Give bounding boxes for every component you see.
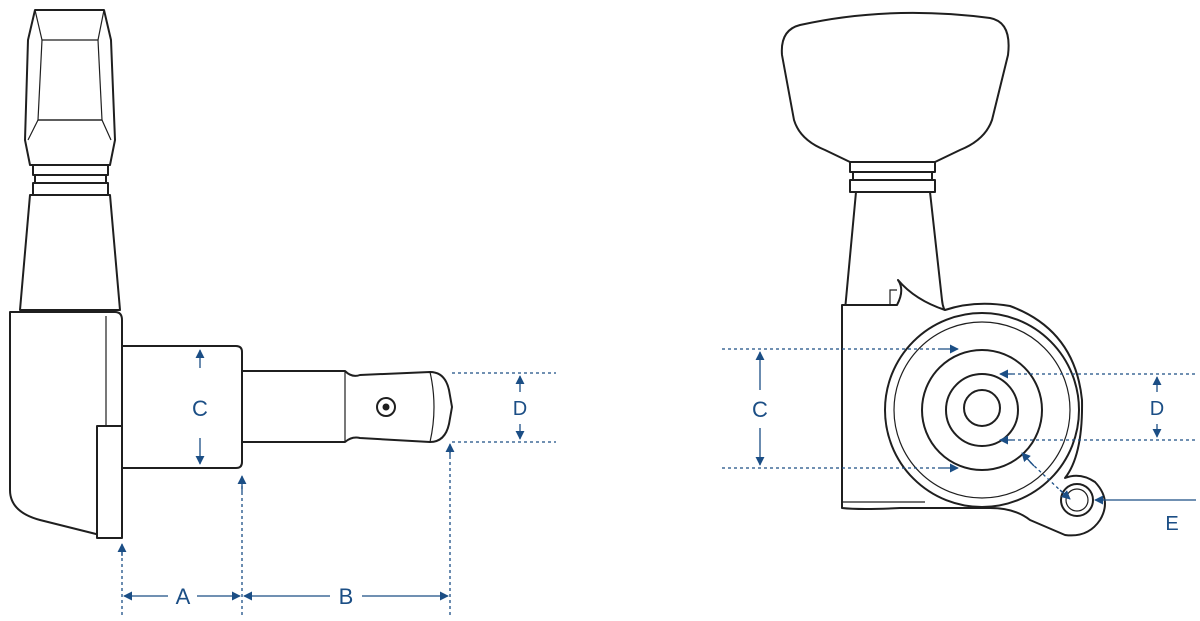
side-label-c: C [192,396,208,421]
side-view: C D A B [9,9,556,615]
side-dimension-b: B [243,584,449,609]
front-view: C D E [722,11,1196,537]
side-post [19,194,121,311]
front-screw-hole [1060,483,1094,517]
front-label-c: C [752,397,768,422]
side-dimension-d: D [452,372,556,443]
side-dimension-c: C [192,349,208,465]
front-label-e: E [1165,513,1178,535]
front-label-d: D [1150,398,1164,420]
side-dimension-a: A [123,584,241,609]
side-collar [32,164,109,196]
side-label-a: A [176,584,191,609]
front-collar [849,161,936,193]
front-dimension-c: C [722,344,959,473]
side-housing [9,311,123,539]
side-bushing [121,345,243,469]
side-string-post [241,370,453,443]
front-gear-rings [884,312,1080,508]
front-knob [780,11,1010,163]
front-dimension-e: E [1021,452,1196,535]
side-label-b: B [339,584,354,609]
side-label-d: D [513,398,527,420]
front-dimension-d: D [999,369,1196,445]
side-knob [24,9,116,166]
